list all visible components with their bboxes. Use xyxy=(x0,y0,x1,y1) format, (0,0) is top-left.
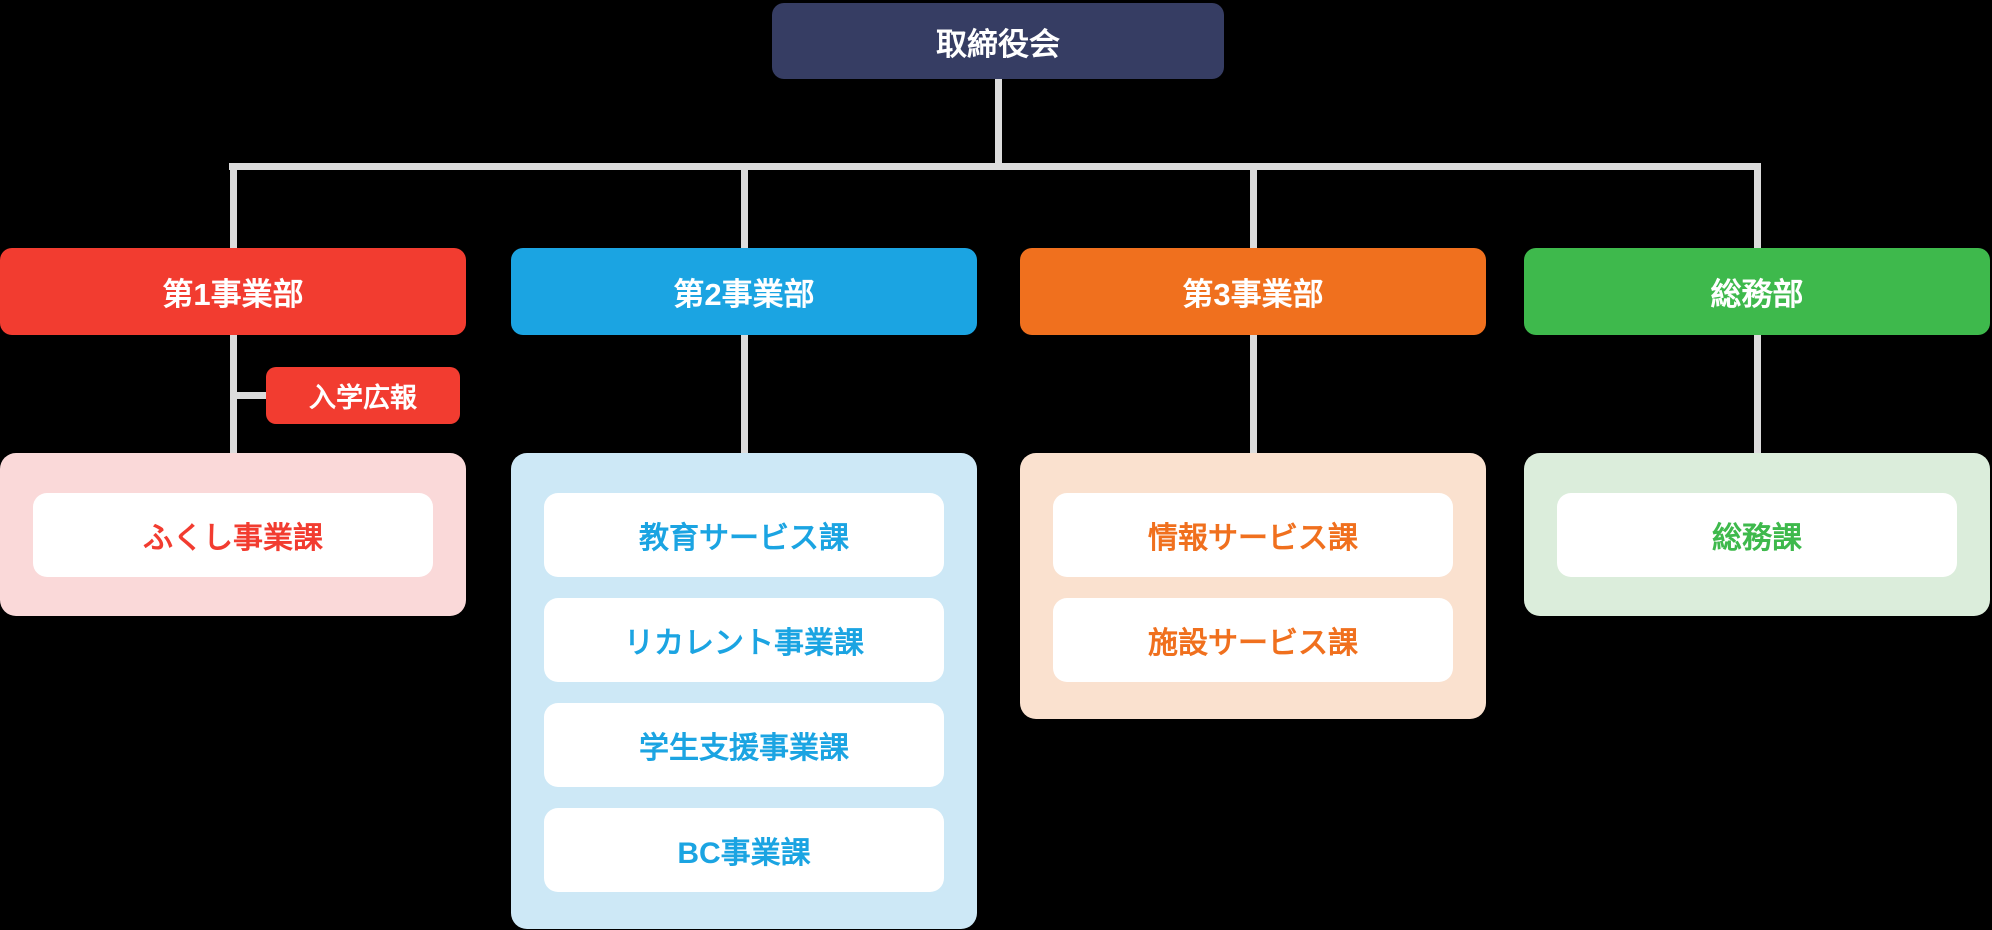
node-facility-service-section: 施設サービス課 xyxy=(1053,598,1453,682)
connector-stub-div3 xyxy=(1250,335,1257,453)
connector-root-drop xyxy=(995,62,1002,170)
node-fukushi-section: ふくし事業課 xyxy=(33,493,433,577)
connector-stub-div2 xyxy=(741,335,748,453)
connector-drop-div4 xyxy=(1754,163,1761,248)
node-recurrent-business-section: リカレント事業課 xyxy=(544,598,944,682)
connector-spine xyxy=(229,163,1761,170)
node-board-of-directors: 取締役会 xyxy=(772,3,1224,79)
connector-drop-div3 xyxy=(1250,163,1257,248)
node-bc-business-section: BC事業課 xyxy=(544,808,944,892)
panel-division-2: 教育サービス課 リカレント事業課 学生支援事業課 BC事業課 xyxy=(511,453,977,929)
connector-branch-admissions xyxy=(233,392,270,399)
node-general-affairs: 総務部 xyxy=(1524,248,1990,335)
node-student-support-section: 学生支援事業課 xyxy=(544,703,944,787)
node-information-service-section: 情報サービス課 xyxy=(1053,493,1453,577)
node-admissions-pr: 入学広報 xyxy=(266,367,460,424)
node-division-3: 第3事業部 xyxy=(1020,248,1486,335)
panel-general-affairs: 総務課 xyxy=(1524,453,1990,616)
node-division-2: 第2事業部 xyxy=(511,248,977,335)
node-general-affairs-section: 総務課 xyxy=(1557,493,1957,577)
node-division-1: 第1事業部 xyxy=(0,248,466,335)
panel-division-1: ふくし事業課 xyxy=(0,453,466,616)
connector-drop-div1 xyxy=(230,163,237,248)
node-education-service-section: 教育サービス課 xyxy=(544,493,944,577)
connector-stub-div4 xyxy=(1754,335,1761,453)
connector-drop-div2 xyxy=(741,163,748,248)
panel-division-3: 情報サービス課 施設サービス課 xyxy=(1020,453,1486,719)
